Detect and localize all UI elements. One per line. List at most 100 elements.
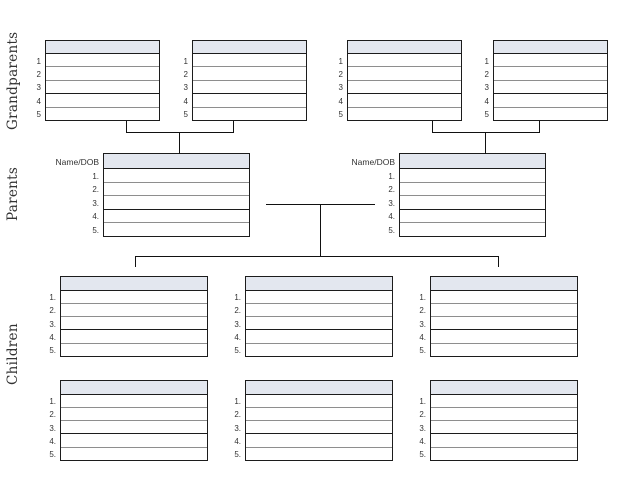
child-box-4: 1. 2. 3. 4. 5.: [34, 380, 208, 461]
entry-line-2: [46, 67, 159, 81]
row-number-gutter: 1. 2. 3. 4. 5.: [404, 276, 430, 357]
entry-line-1: [494, 54, 607, 68]
grandparent-box-2: 1 2 3 4 5: [166, 40, 307, 121]
name-header-cell: [104, 154, 249, 169]
entry-line-5: [46, 108, 159, 120]
row-number: 3.: [49, 319, 56, 329]
row-number-gutter: 1 2 3 4 5: [166, 40, 192, 121]
entry-line-5: [104, 223, 249, 236]
entry-line-5: [61, 344, 207, 356]
entry-table: [60, 380, 208, 461]
row-number-gutter: 1. 2. 3. 4. 5.: [219, 276, 245, 357]
connector-gp-right-stub-b: [539, 121, 541, 132]
row-number: 3.: [388, 198, 395, 208]
row-number-gutter: Name/DOB 1. 2. 3. 4. 5.: [47, 153, 103, 237]
row-number: 3: [484, 83, 489, 93]
entry-line-4: [494, 94, 607, 108]
child-box-3: 1. 2. 3. 4. 5.: [404, 276, 578, 357]
entry-line-2: [246, 304, 392, 318]
row-number: 3: [36, 83, 41, 93]
entry-table: [430, 276, 578, 357]
connector-gp-left-stub-b: [233, 121, 235, 132]
row-number: 4.: [419, 436, 426, 446]
row-number: 4: [484, 96, 489, 106]
children-bracket-stub-right: [497, 256, 499, 267]
entry-line-4: [246, 330, 392, 344]
row-number: 5.: [49, 345, 56, 355]
entry-line-3: [348, 81, 461, 95]
row-number: 1.: [419, 397, 426, 407]
row-number: 5.: [234, 345, 241, 355]
row-number: 2.: [92, 185, 99, 195]
entry-line-4: [104, 210, 249, 224]
children-bracket-stub-left: [135, 256, 137, 267]
entry-table: [192, 40, 307, 121]
row-number: 5: [36, 109, 41, 119]
entry-line-3: [400, 196, 545, 210]
row-number: 2: [338, 69, 343, 79]
row-number: 2.: [49, 306, 56, 316]
row-number: 1: [36, 56, 41, 66]
row-number-gutter: 1. 2. 3. 4. 5.: [34, 380, 60, 461]
parent-box-1: Name/DOB 1. 2. 3. 4. 5.: [47, 153, 250, 237]
row-number: 3.: [92, 198, 99, 208]
entry-line-2: [400, 183, 545, 197]
entry-line-1: [431, 291, 577, 304]
entry-line-1: [246, 291, 392, 304]
row-number: 2.: [49, 410, 56, 420]
row-number-gutter: 1 2 3 4 5: [19, 40, 45, 121]
section-label-parents: Parents: [5, 166, 21, 222]
entry-line-3: [246, 317, 392, 331]
entry-line-2: [246, 408, 392, 422]
row-number: 2.: [234, 410, 241, 420]
row-number: 5.: [419, 449, 426, 459]
row-number: 4: [183, 96, 188, 106]
row-number: 1: [484, 56, 489, 66]
row-number: 5.: [419, 345, 426, 355]
name-header-cell: [431, 277, 577, 291]
row-number: 2: [484, 69, 489, 79]
row-number: 3.: [234, 423, 241, 433]
connector-gp-left-drop: [179, 131, 181, 154]
row-number-gutter: 1 2 3 4 5: [467, 40, 493, 121]
row-number: 3.: [419, 319, 426, 329]
row-number: 1.: [419, 293, 426, 303]
name-header-cell: [246, 277, 392, 291]
parent-box-2: Name/DOB 1. 2. 3. 4. 5.: [343, 153, 546, 237]
row-number: 2.: [388, 185, 395, 195]
row-number: 2: [183, 69, 188, 79]
entry-table: [493, 40, 608, 121]
row-number: 4: [36, 96, 41, 106]
entry-line-3: [494, 81, 607, 95]
row-number: 1.: [49, 397, 56, 407]
name-header-cell: [61, 277, 207, 291]
entry-line-3: [193, 81, 306, 95]
entry-table: [399, 153, 546, 237]
entry-line-5: [494, 108, 607, 120]
row-number: 2.: [419, 410, 426, 420]
row-number-gutter: Name/DOB 1. 2. 3. 4. 5.: [343, 153, 399, 237]
entry-line-2: [494, 67, 607, 81]
row-number: 1.: [92, 171, 99, 181]
entry-line-4: [61, 330, 207, 344]
entry-table: [347, 40, 462, 121]
row-number: 4.: [234, 332, 241, 342]
entry-table: [245, 276, 393, 357]
entry-line-1: [193, 54, 306, 68]
entry-line-4: [348, 94, 461, 108]
child-box-6: 1. 2. 3. 4. 5.: [404, 380, 578, 461]
entry-line-5: [193, 108, 306, 120]
row-number-gutter: 1 2 3 4 5: [321, 40, 347, 121]
name-dob-label: Name/DOB: [55, 157, 99, 167]
grandparent-box-1: 1 2 3 4 5: [19, 40, 160, 121]
entry-line-4: [431, 434, 577, 448]
row-number: 1: [338, 56, 343, 66]
entry-table: [60, 276, 208, 357]
entry-line-3: [46, 81, 159, 95]
row-number: 5: [484, 109, 489, 119]
row-number: 2.: [234, 306, 241, 316]
entry-line-5: [431, 448, 577, 460]
name-header-cell: [193, 41, 306, 54]
entry-line-2: [193, 67, 306, 81]
entry-line-5: [348, 108, 461, 120]
